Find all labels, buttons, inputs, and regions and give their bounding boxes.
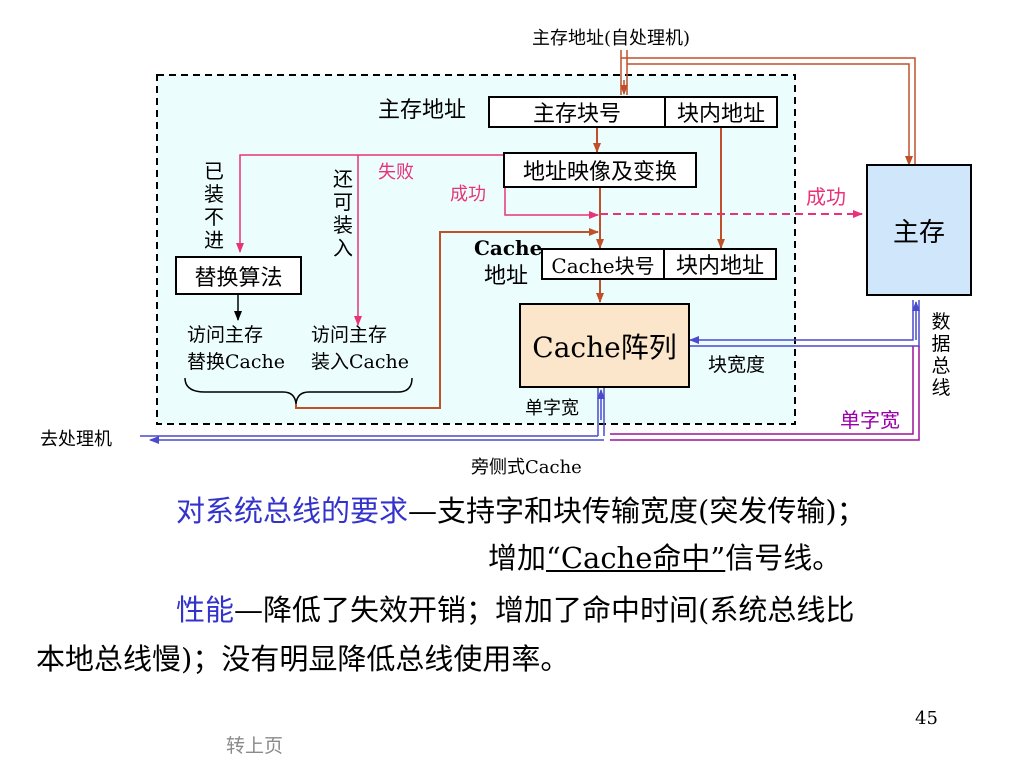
cannot-load-label: 已装不进 <box>204 159 224 252</box>
cache-hit-signal: “Cache命中” <box>546 541 726 575</box>
main-block-offset-field: 块内地址 <box>664 96 778 128</box>
cache-address-label-1: Cache <box>474 236 543 260</box>
block-width-label: 块宽度 <box>708 354 766 376</box>
performance-label: 性能 <box>176 593 235 627</box>
visit-replace-line2: 替换Cache <box>187 351 285 373</box>
success-label-left: 成功 <box>450 184 486 205</box>
cache-array-box: Cache阵列 <box>519 303 690 388</box>
visit-load-line1: 访问主存 <box>311 324 388 346</box>
cache-address-label-2: 地址 <box>484 264 529 289</box>
requirement-line2-pre: 增加 <box>488 541 547 575</box>
to-processor-label: 去处理机 <box>40 429 112 450</box>
can-load-label: 还可装入 <box>333 167 353 260</box>
requirement-line-1: 对系统总线的要求—支持字和块传输宽度(突发传输)； <box>176 497 866 526</box>
main-memory-box: 主存 <box>866 164 972 296</box>
single-word-width-bus-label: 单字宽 <box>840 408 900 432</box>
diagram-caption: 旁侧式Cache <box>471 457 582 478</box>
performance-body-1: 降低了失效开销；增加了命中时间(系统总线比 <box>263 593 855 627</box>
performance-line-1: 性能—降低了失效开销；增加了命中时间(系统总线比 <box>176 596 854 625</box>
back-link[interactable]: 转上页 <box>226 735 284 757</box>
performance-dash: — <box>234 593 264 627</box>
success-label-right: 成功 <box>806 185 846 209</box>
fail-label: 失败 <box>378 162 414 183</box>
main-address-label: 主存地址 <box>378 98 467 123</box>
address-mapping-box: 地址映像及变换 <box>503 152 697 188</box>
main-block-number-field: 主存块号 <box>488 96 666 128</box>
performance-line-2: 本地总线慢)；没有明显降低总线使用率。 <box>36 642 570 676</box>
visit-load-line2: 装入Cache <box>311 351 409 373</box>
input-address-label: 主存地址(自处理机) <box>532 28 691 49</box>
requirement-body: 支持字和块传输宽度(突发传输)； <box>437 494 866 528</box>
cache-block-offset-field: 块内地址 <box>663 248 777 280</box>
replacement-algorithm-box: 替换算法 <box>175 256 302 295</box>
visit-replace-line1: 访问主存 <box>187 324 264 346</box>
single-word-width-label: 单字宽 <box>525 398 579 419</box>
cache-block-number-field: Cache块号 <box>541 248 665 280</box>
page-number: 45 <box>915 708 938 729</box>
requirement-label: 对系统总线的要求 <box>176 494 409 528</box>
requirement-line2-post: 信号线。 <box>725 541 842 575</box>
requirement-line-2: 增加“Cache命中”信号线。 <box>488 544 841 573</box>
requirement-dash: — <box>408 494 438 528</box>
data-bus-label: 数据总线 <box>931 311 951 399</box>
